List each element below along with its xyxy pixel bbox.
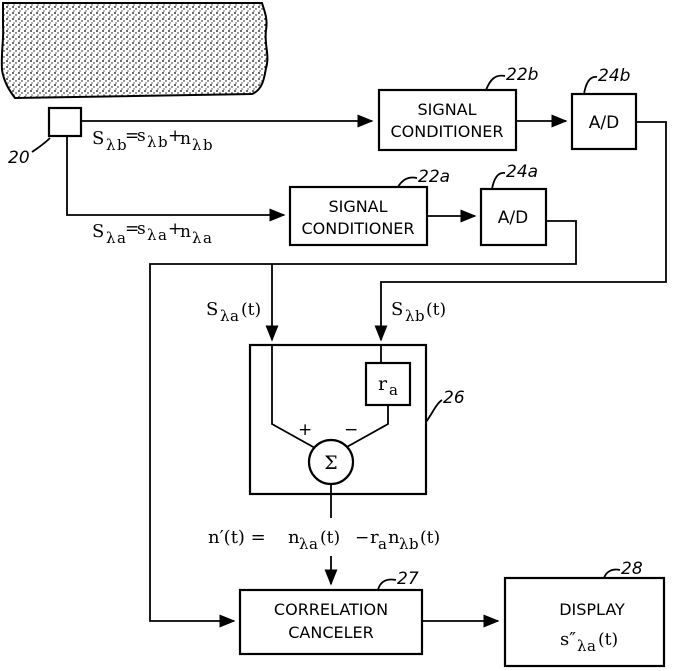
- gain-label-r: r: [378, 373, 388, 395]
- svg-text:(t): (t): [241, 300, 261, 320]
- svg-text:λ: λ: [147, 226, 157, 244]
- svg-text:S: S: [92, 221, 104, 242]
- signal-label-s-lambda-b: S λ b = s λ b + n λ b: [92, 126, 213, 154]
- svg-text:λ: λ: [192, 229, 202, 247]
- svg-text:S: S: [391, 299, 403, 320]
- ad-converter-a-label: A/D: [498, 208, 528, 228]
- svg-text:(t): (t): [426, 300, 446, 320]
- signal-conditioner-a-line1: SIGNAL: [328, 197, 387, 216]
- ref-24b: 24b: [598, 66, 630, 86]
- signal-conditioner-a-line2: CONDITIONER: [301, 219, 414, 238]
- svg-text:s: s: [137, 219, 146, 239]
- tissue-medium: [2, 3, 268, 98]
- summing-symbol: Σ: [324, 452, 337, 474]
- ref-20-leader: [32, 138, 50, 152]
- ref-28-leader: [604, 569, 620, 578]
- canceler-line1: CORRELATION: [274, 600, 388, 619]
- label-s-lambda-b-t: S λ b (t): [391, 299, 446, 325]
- svg-text:b: b: [158, 133, 168, 151]
- signal-conditioner-b-line1: SIGNAL: [417, 100, 476, 119]
- svg-text:S: S: [92, 128, 104, 149]
- svg-text:b: b: [203, 136, 213, 154]
- ref-24a: 24a: [506, 162, 538, 182]
- ref-26: 26: [443, 388, 465, 408]
- ref-27-leader: [378, 579, 396, 590]
- ref-22b: 22b: [506, 65, 538, 85]
- ref-24a-leader: [492, 173, 505, 189]
- signal-label-s-lambda-a: S λ a = s λ a + n λ a: [92, 219, 212, 247]
- svg-text:a: a: [158, 226, 167, 244]
- svg-text:s: s: [137, 126, 146, 146]
- svg-text:−: −: [355, 528, 369, 548]
- svg-text:a: a: [378, 535, 387, 553]
- summer-minus: −: [344, 420, 358, 440]
- svg-text:λ: λ: [299, 535, 309, 553]
- svg-text:b: b: [415, 307, 425, 325]
- canceler-line2: CANCELER: [288, 623, 374, 642]
- svg-text:λ: λ: [220, 307, 230, 325]
- svg-text:λ: λ: [106, 229, 116, 247]
- ref-20: 20: [8, 148, 30, 168]
- ad-converter-b-label: A/D: [589, 113, 619, 133]
- svg-text:(t): (t): [598, 630, 618, 650]
- svg-text:λ: λ: [399, 535, 409, 553]
- label-noise-reference: n′(t) = n λ a (t) − r a n λ b (t): [208, 527, 440, 553]
- svg-text:s″: s″: [560, 629, 576, 650]
- svg-text:λ: λ: [192, 136, 202, 154]
- label-s-lambda-a-t: S λ a (t): [206, 299, 261, 325]
- svg-text:λ: λ: [577, 637, 587, 655]
- svg-text:a: a: [230, 307, 239, 325]
- svg-text:λ: λ: [147, 133, 157, 151]
- gain-box-ra: [366, 363, 410, 405]
- svg-text:n: n: [180, 222, 191, 242]
- svg-text:λ: λ: [106, 136, 116, 154]
- gain-label-sub-a: a: [389, 381, 398, 399]
- svg-text:(t): (t): [320, 528, 340, 548]
- svg-text:a: a: [203, 229, 212, 247]
- ref-22a: 22a: [418, 167, 450, 187]
- ref-22b-leader: [486, 76, 505, 90]
- ref-22a-leader: [398, 177, 417, 187]
- detector-box: [49, 108, 81, 136]
- display-label: DISPLAY: [559, 600, 625, 619]
- svg-text:S: S: [206, 299, 218, 320]
- ref-28: 28: [621, 559, 643, 579]
- ref-26-leader: [426, 400, 442, 422]
- svg-text:(t): (t): [420, 528, 440, 548]
- summer-plus: +: [298, 420, 312, 440]
- svg-text:n: n: [180, 129, 191, 149]
- svg-text:a: a: [309, 535, 318, 553]
- signal-conditioner-b: [379, 90, 516, 150]
- ref-27: 27: [397, 569, 419, 589]
- svg-text:b: b: [409, 535, 419, 553]
- svg-text:n′(t) =: n′(t) =: [208, 527, 266, 548]
- signal-conditioner-b-line2: CONDITIONER: [390, 122, 503, 141]
- svg-text:λ: λ: [405, 307, 415, 325]
- ref-24b-leader: [584, 77, 597, 94]
- svg-text:a: a: [587, 637, 596, 655]
